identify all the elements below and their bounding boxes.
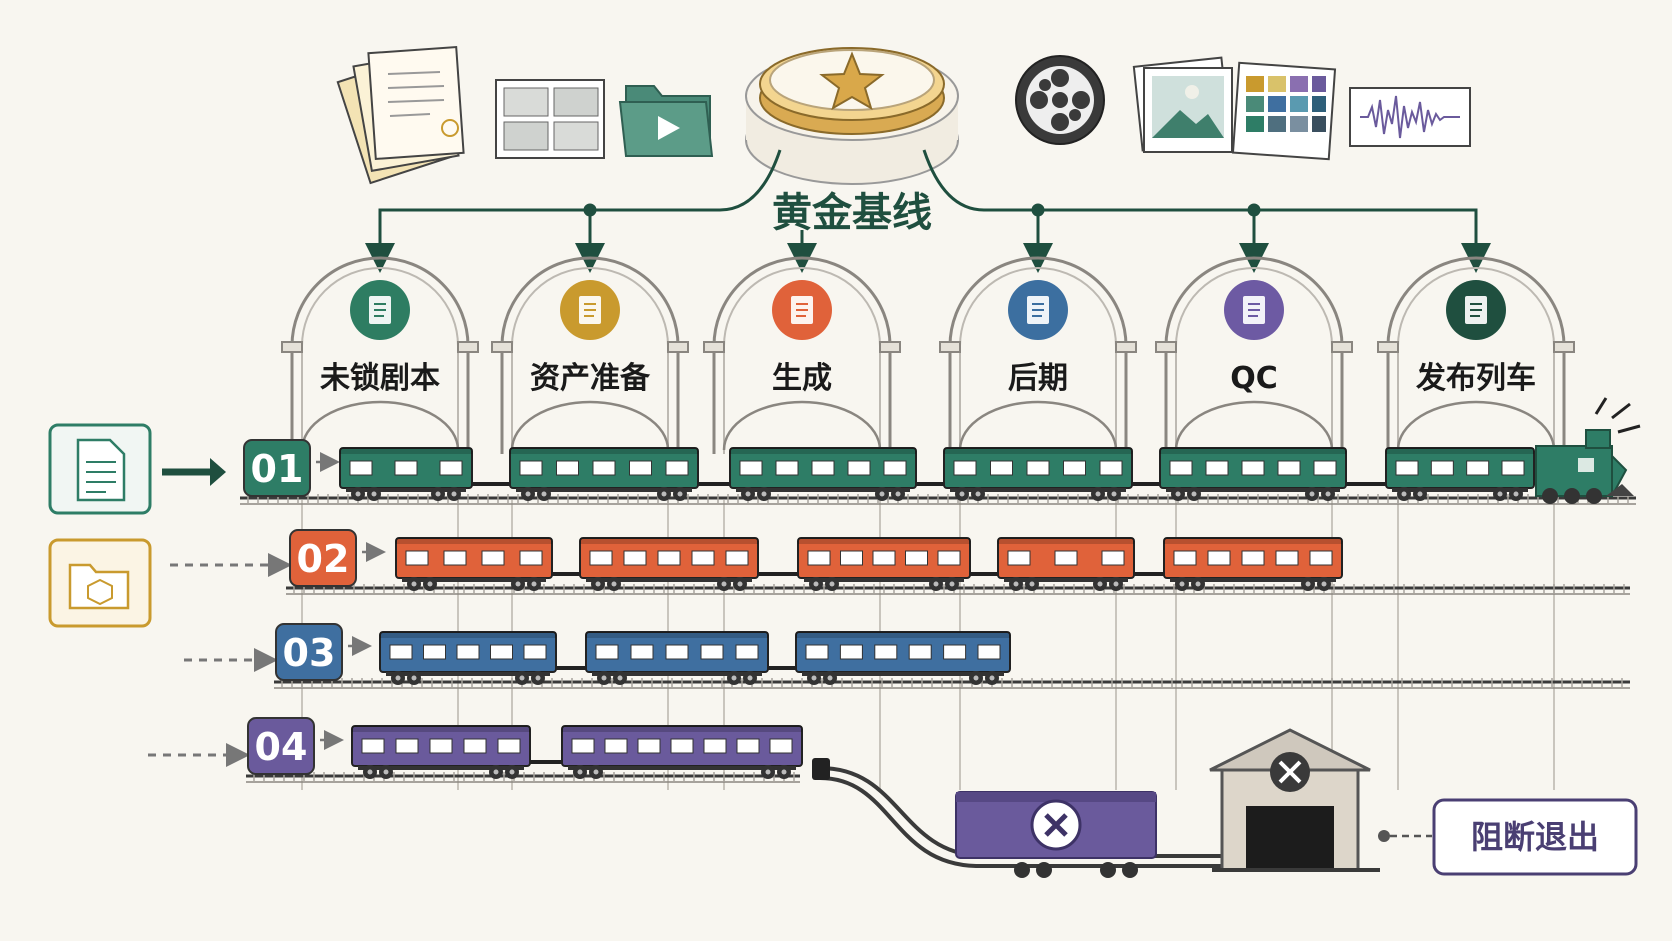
train-number-label: 04 <box>255 725 308 769</box>
exit-label-box: 阻断退出 <box>1432 798 1638 876</box>
train-car <box>379 631 557 685</box>
locomotive-icon <box>1535 397 1641 504</box>
station-label: 未锁剧本 <box>320 361 440 396</box>
magnifier-check-icon <box>1224 280 1284 340</box>
image-stack-icon <box>1132 56 1233 153</box>
color-palette-icon <box>1231 61 1337 161</box>
megaphone-icon <box>1446 280 1506 340</box>
film-reel-icon <box>1015 55 1105 145</box>
audio-waveform-icon <box>1349 87 1471 147</box>
train-car <box>339 447 473 501</box>
video-folder-icon <box>618 85 714 157</box>
station-2: 资产准备 <box>491 256 689 790</box>
repair-depot <box>1209 728 1380 872</box>
robot-icon <box>772 280 832 340</box>
station-label: 后期 <box>1008 361 1068 396</box>
trains: 01 02 03 04 <box>243 439 1535 779</box>
station-label: QC <box>1230 361 1278 396</box>
train-car <box>758 537 971 591</box>
train-car <box>395 537 553 591</box>
blocked-car <box>955 791 1157 878</box>
station-4: 后期 <box>939 256 1137 790</box>
close-x-icon <box>1030 799 1082 851</box>
hub-label: 黄金基线 <box>772 190 932 236</box>
stations: 未锁剧本 资产准备 生成 后期 QC 发布列车 <box>281 256 1575 790</box>
train-car <box>1132 447 1347 501</box>
train-car <box>1134 537 1343 591</box>
train-car <box>768 631 1011 685</box>
hub-distribution-lines <box>365 149 1491 273</box>
document-icon <box>350 280 410 340</box>
station-3: 生成 <box>703 256 901 790</box>
film-edit-icon <box>1008 280 1068 340</box>
train-car <box>530 725 803 779</box>
train-number-badge: 02 <box>289 529 357 587</box>
document-stack-icon <box>336 45 465 185</box>
station-label: 生成 <box>772 361 832 396</box>
repair-tools-icon <box>1270 752 1310 792</box>
train-02: 02 <box>289 529 1343 591</box>
train-car <box>552 537 759 591</box>
train-04: 04 <box>247 717 803 779</box>
train-car <box>472 447 699 501</box>
train-number-badge: 03 <box>275 623 343 681</box>
exit-connector-dot <box>1378 830 1390 842</box>
train-01: 01 <box>243 439 1535 501</box>
exit-label: 阻断退出 <box>1471 818 1599 856</box>
station-label: 发布列车 <box>1415 361 1536 396</box>
train-car <box>351 725 531 779</box>
station-1: 未锁剧本 <box>281 256 479 790</box>
station-5: QC <box>1155 256 1353 790</box>
document-source-icon <box>48 423 152 515</box>
station-6: 发布列车 <box>1377 256 1575 790</box>
train-number-label: 01 <box>251 447 304 491</box>
train-car <box>1346 447 1535 501</box>
asset-folder-source-icon <box>48 538 152 628</box>
train-number-label: 02 <box>297 537 350 581</box>
source-arrowhead-01 <box>210 458 226 486</box>
station-label: 资产准备 <box>530 361 651 396</box>
asset-box-icon <box>560 280 620 340</box>
train-number-label: 03 <box>283 631 336 675</box>
train-car <box>556 631 769 685</box>
track-3 <box>274 678 1630 689</box>
train-car <box>970 537 1135 591</box>
train-car <box>698 447 917 501</box>
track-4 <box>246 772 800 783</box>
storyboard-grid-icon <box>495 79 605 159</box>
train-03: 03 <box>275 623 1011 685</box>
gold-star-seal-icon <box>745 47 959 185</box>
train-number-badge: 01 <box>243 439 311 497</box>
train-number-badge: 04 <box>247 717 315 775</box>
train-car <box>916 447 1133 501</box>
